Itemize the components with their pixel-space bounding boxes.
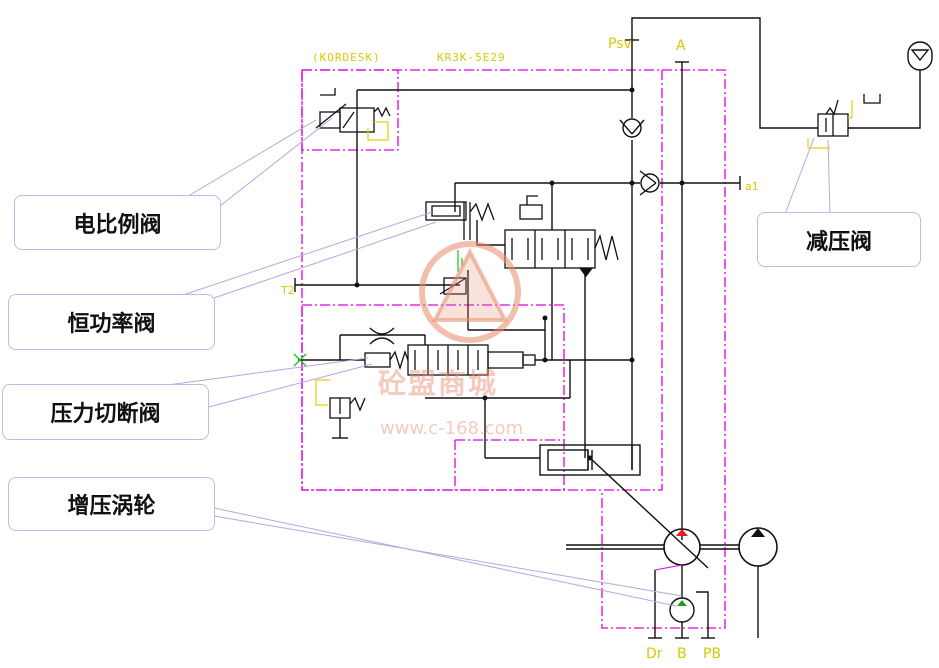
junction-dots (354, 87, 685, 461)
label-electric-proportional-valve: 电比例阀 (73, 212, 162, 238)
watermark-logo (419, 241, 521, 343)
port-b: B (677, 646, 687, 662)
accumulator (907, 41, 933, 71)
servo-cylinder (539, 444, 641, 476)
callout-electric-proportional-valve: 电比例阀 (14, 195, 221, 250)
pressure-reducing-valve (817, 94, 881, 137)
callout-pressure-reducing-valve: 减压阀 (757, 212, 921, 267)
check-valve-upper (619, 118, 645, 138)
booster-arrow-green (677, 600, 687, 606)
pump-arrow-red (676, 529, 688, 536)
port-a: A (676, 38, 686, 54)
label-pressure-reducing-valve: 减压阀 (805, 229, 872, 255)
port-psv: Psv (608, 36, 632, 52)
pressure-cutoff-valve (293, 327, 536, 419)
pilot-line-prv (807, 100, 853, 149)
pump-boundary (301, 69, 726, 629)
electric-proportional-valve (315, 88, 391, 133)
label-pressure-cutoff-valve: 压力切断阀 (50, 402, 161, 427)
port-dr: Dr (646, 646, 663, 662)
port-a1: a1 (745, 180, 759, 193)
check-valve-a1 (639, 170, 660, 196)
watermark-brand: 砼盟商城 (378, 367, 499, 400)
module-tag-pump-model: KR3K-5E29 (437, 51, 506, 64)
label-constant-power-valve: 恒功率阀 (67, 312, 156, 337)
module-tag-left: (KORDESK) (312, 51, 381, 64)
port-pb: PB (703, 646, 722, 662)
pilot-line-evp (367, 121, 389, 141)
callout-pressure-cutoff-valve: 压力切断阀 (2, 384, 209, 440)
pilot-line-pcv (315, 379, 330, 406)
label-turbo-boost: 增压涡轮 (67, 494, 156, 519)
aux-pump-arrow (751, 528, 765, 537)
port-t2: T2 (281, 284, 295, 297)
callout-constant-power-valve: 恒功率阀 (8, 294, 215, 350)
watermark-url: www.c-168.com (380, 418, 524, 439)
booster-pump (669, 597, 695, 623)
callout-turbo-boost: 增压涡轮 (8, 477, 215, 531)
callout-leaders (159, 117, 831, 607)
